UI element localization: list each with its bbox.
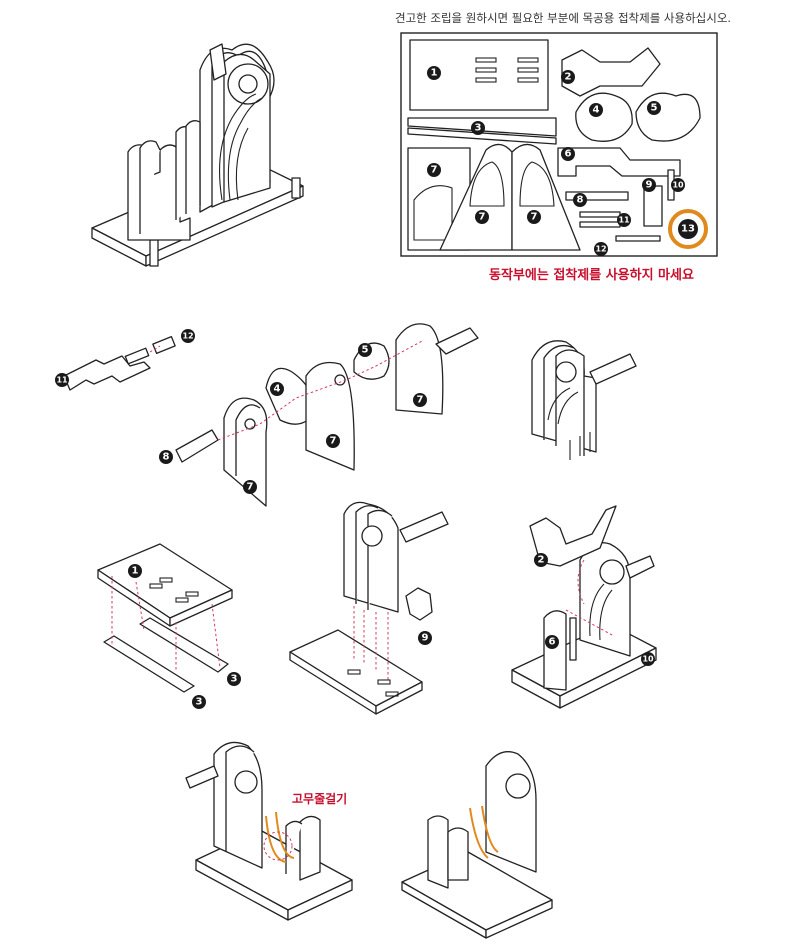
badge-4-step1: 4 [270,382,284,396]
part-7-piece-c [511,143,581,251]
part-9-piece [643,185,663,227]
svg-text:4: 4 [274,384,281,395]
crank-assembly-step [63,323,479,507]
svg-text:6: 6 [565,149,572,160]
badge-9-sheet: 9 [642,178,656,192]
badge-7b-sheet: 7 [475,210,489,224]
badge-11-step1: 11 [55,373,69,387]
rubber-band-step-right [401,751,553,939]
finished-model-illustration [91,43,304,267]
part-badges: 1 2 3 4 5 6 7 7 7 8 9 10 11 12 13 12 11 … [55,66,698,709]
badge-2-sheet: 2 [561,70,575,84]
svg-text:7: 7 [330,436,337,447]
badge-13-sheet: 13 [678,219,698,239]
badge-3-sheet: 3 [471,121,485,135]
part-2-piece [561,47,661,97]
svg-text:7: 7 [531,212,538,223]
svg-text:6: 6 [549,637,556,648]
badge-11-sheet: 11 [617,213,631,227]
base-assembly-step [97,543,233,693]
svg-text:11: 11 [56,376,68,385]
svg-text:5: 5 [651,103,658,114]
part-4-piece [575,92,633,142]
badge-1-step2: 1 [128,564,142,578]
no-glue-warning: 동작부에는 접착제를 사용하지 마세요 [489,268,694,283]
svg-text:7: 7 [431,165,438,176]
svg-text:3: 3 [196,697,203,708]
badge-4-sheet: 4 [589,103,603,117]
svg-text:3: 3 [231,674,238,685]
badge-5-sheet: 5 [647,101,661,115]
svg-text:8: 8 [163,452,170,463]
svg-text:7: 7 [247,482,254,493]
svg-text:10: 10 [672,181,684,190]
crank-assembly-result [531,340,637,460]
badge-10-sheet: 10 [671,178,685,192]
svg-text:8: 8 [577,195,584,206]
badge-12-step1: 12 [181,329,195,343]
svg-text:7: 7 [479,212,486,223]
part-11-piece [579,211,621,218]
svg-text:3: 3 [475,123,482,134]
badge-7a-step1: 7 [413,393,427,407]
badge-2-step4: 2 [534,553,548,567]
svg-text:7: 7 [417,395,424,406]
svg-text:9: 9 [422,633,429,644]
badge-1-sheet: 1 [427,66,441,80]
rubber-band-step-left [185,741,353,921]
badge-7b-step1: 7 [326,434,340,448]
svg-text:4: 4 [593,105,600,116]
svg-text:5: 5 [362,345,369,356]
svg-text:1: 1 [132,566,139,577]
svg-text:12: 12 [595,245,606,254]
svg-text:9: 9 [646,180,653,191]
svg-text:12: 12 [182,332,193,341]
badge-3b-step2: 3 [192,695,206,709]
part-6-piece [557,147,681,177]
badge-12-sheet: 12 [594,242,608,256]
badge-3a-step2: 3 [227,672,241,686]
svg-text:10: 10 [642,655,654,664]
glue-recommendation-note: 견고한 조립을 원하시면 필요한 부분에 목공용 접착제를 사용하십시오. [395,11,732,25]
badge-6-step4: 6 [545,635,559,649]
badge-7a-sheet: 7 [427,163,441,177]
badge-7c-step1: 7 [243,480,257,494]
svg-text:13: 13 [681,224,695,235]
badge-8-sheet: 8 [573,193,587,207]
svg-text:2: 2 [565,72,572,83]
frame-on-base-step [289,501,449,715]
parts-sheet [400,32,718,257]
badge-10-step4: 10 [641,652,655,666]
arm-attachment-step [511,505,657,709]
badge-5-step1: 5 [358,343,372,357]
part-12-piece [615,235,661,242]
badge-6-sheet: 6 [561,147,575,161]
svg-text:2: 2 [538,555,545,566]
badge-8-step1: 8 [159,450,173,464]
part-8-piece [565,191,629,201]
svg-text:11: 11 [618,216,630,225]
badge-9-step3: 9 [418,631,432,645]
rubber-band-label: 고무줄걸기 [292,792,348,806]
badge-7c-sheet: 7 [527,210,541,224]
svg-text:1: 1 [431,68,438,79]
